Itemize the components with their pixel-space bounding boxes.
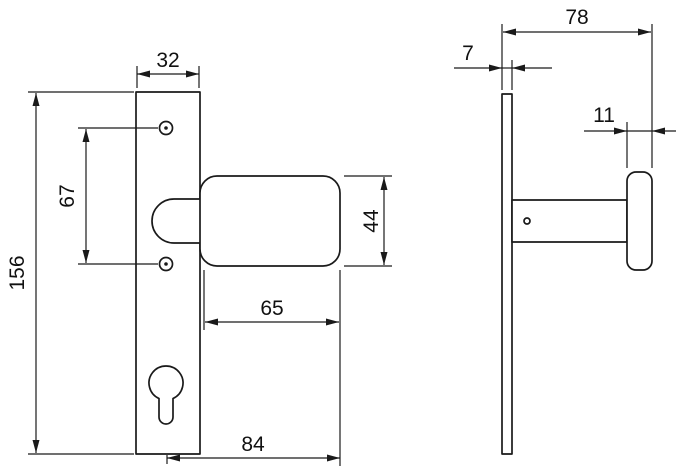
side-dimensions: 78 7 11 [454, 6, 676, 168]
knob-head-front [199, 175, 341, 267]
knob-neck-front [151, 198, 210, 244]
side-view [501, 93, 653, 455]
dim-label-plate-thickness: 7 [462, 42, 474, 65]
dim-label-knob-face-height: 44 [360, 209, 383, 233]
front-dimensions: 32 67 156 44 65 84 [6, 49, 392, 466]
dim-label-knob-face-width: 65 [260, 297, 283, 320]
front-view [135, 91, 341, 455]
knob-stem-side [511, 199, 628, 243]
euro-cylinder-hole [148, 365, 184, 425]
dim-label-plate-height: 156 [6, 255, 29, 290]
backplate-side [501, 93, 513, 455]
screw-hole-top-center [164, 126, 168, 130]
dim-label-plate-width: 32 [156, 49, 179, 72]
knob-cap-side [626, 171, 653, 271]
screw-hole-middle [158, 256, 174, 272]
dim-label-screw-spacing: 67 [56, 184, 79, 207]
grub-screw-side [523, 217, 531, 225]
screw-hole-middle-center [164, 262, 168, 266]
dim-label-overall-width: 84 [241, 433, 265, 456]
screw-hole-top [158, 120, 174, 136]
dim-label-overall-depth: 78 [565, 6, 588, 29]
dim-label-cap-thickness: 11 [593, 104, 615, 127]
